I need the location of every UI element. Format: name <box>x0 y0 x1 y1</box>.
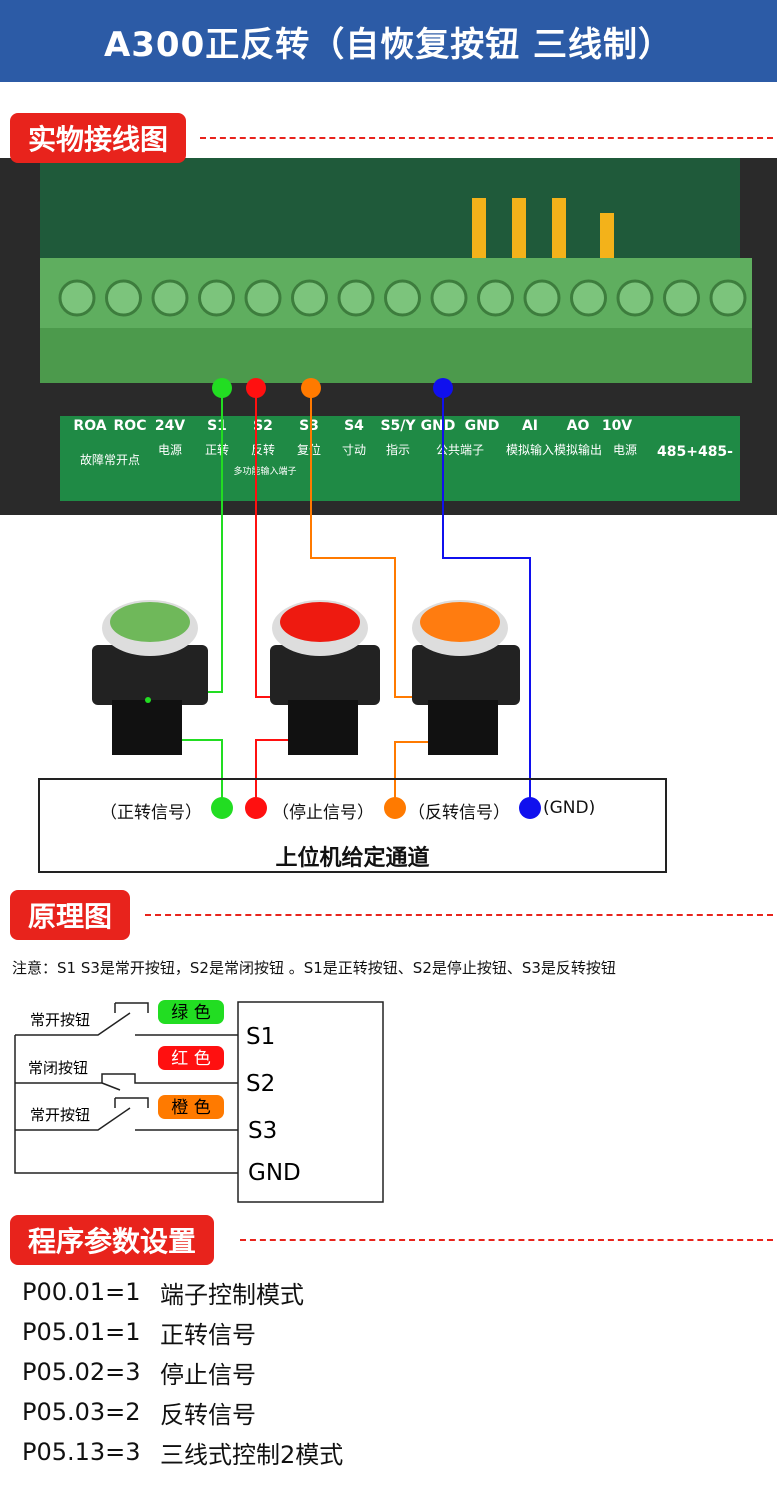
host-channel-title: 上位机给定通道 <box>275 846 430 871</box>
terminal-screw <box>105 279 142 317</box>
terminal-screw <box>570 279 607 317</box>
param-desc: 正转信号 <box>160 1320 256 1349</box>
terminal-desc: 指示 <box>386 442 410 457</box>
terminal-label: GND <box>421 418 456 434</box>
param-key: P00.01=1 <box>22 1278 141 1306</box>
terminal-screw <box>198 279 235 317</box>
terminal-desc: 复位 <box>297 442 321 457</box>
terminal-desc: 寸动 <box>342 443 366 457</box>
param-desc: 停止信号 <box>160 1360 256 1389</box>
section-wiring-title: 实物接线图 <box>10 113 187 163</box>
terminal-label: S2 <box>253 418 273 434</box>
wiring-diagram <box>92 378 531 808</box>
param-row: P05.01=1 正转信号 <box>22 1312 343 1352</box>
param-row: P05.13=3 三线式控制2模式 <box>22 1432 343 1472</box>
reverse-signal-label: （反转信号） <box>408 803 510 823</box>
divider <box>240 1239 773 1241</box>
orange-tag: 橙 色 <box>171 1098 210 1118</box>
param-desc: 三线式控制2模式 <box>160 1440 344 1469</box>
terminal-screw <box>477 279 514 317</box>
terminal-block-photo: ROA ROC 24V S1 S2 S3 S4 S5/Y GND GND AI … <box>0 158 777 515</box>
s2-label: S2 <box>246 1071 275 1097</box>
button-green <box>92 600 208 755</box>
note-text: 注意：S1 S3是常开按钮，S2是常闭按钮 。S1是正转按钮、S2是停止按钮、S… <box>12 959 616 977</box>
terminal-label: AO <box>567 418 590 434</box>
signal-dots <box>211 797 541 819</box>
terminal-label: S5/Y <box>380 418 416 434</box>
terminal-screw <box>151 279 189 317</box>
param-key: P05.03=2 <box>22 1398 141 1426</box>
no-button-label: 常开按钮 <box>30 1011 90 1029</box>
s1-label: S1 <box>246 1024 275 1050</box>
terminal-desc: 公共端子 <box>436 443 484 457</box>
terminal-screw <box>616 279 654 317</box>
terminal-desc: 多功能输入端子 <box>233 465 296 477</box>
terminal-desc: 电源 <box>613 443 637 457</box>
param-desc: 端子控制模式 <box>160 1280 304 1309</box>
dot-green <box>211 797 233 819</box>
terminal-desc: 模拟输入 <box>506 442 554 457</box>
nc-button-label: 常闭按钮 <box>28 1059 88 1077</box>
terminal-screw <box>430 279 468 317</box>
terminal-desc: 电源 <box>158 443 182 457</box>
dot-red <box>245 797 267 819</box>
terminal-label: ROC <box>114 418 147 434</box>
terminal-screw <box>244 279 282 317</box>
wire-blue <box>442 388 531 808</box>
dot-orange <box>384 797 406 819</box>
gnd-label: (GND) <box>543 798 596 818</box>
host-channel-box: 上位机给定通道 <box>38 778 667 873</box>
param-row: P00.01=1 端子控制模式 <box>22 1272 343 1312</box>
param-list: P00.01=1 端子控制模式 P05.01=1 正转信号 P05.02=3 停止信号… <box>22 1272 343 1472</box>
terminal-desc: 故障常开点 <box>80 452 140 467</box>
terminal-screw <box>523 279 561 317</box>
param-desc: 反转信号 <box>160 1400 256 1429</box>
section-params-title: 程序参数设置 <box>10 1215 215 1265</box>
terminal-label: S4 <box>344 418 364 434</box>
terminal-desc: 模拟输出 <box>554 442 602 457</box>
divider <box>200 137 773 139</box>
gnd-label: GND <box>248 1160 301 1186</box>
terminal-screw <box>291 279 328 317</box>
dot-blue <box>519 797 541 819</box>
red-tag: 红 色 <box>171 1049 210 1069</box>
terminal-label: 24V <box>155 418 185 434</box>
green-tag: 绿 色 <box>171 1003 210 1023</box>
terminal-screw <box>337 279 375 317</box>
param-key: P05.02=3 <box>22 1358 141 1386</box>
terminal-label: ROA <box>73 418 106 434</box>
terminal-screw <box>709 279 747 317</box>
param-row: P05.03=2 反转信号 <box>22 1392 343 1432</box>
terminal-label: AI <box>522 418 538 434</box>
terminal-screw <box>58 279 96 317</box>
section-principle-title: 原理图 <box>10 890 131 940</box>
forward-signal-label: （正转信号） <box>100 803 202 823</box>
terminal-screw <box>384 279 421 317</box>
button-orange <box>412 600 520 755</box>
terminal-label: GND <box>465 418 500 434</box>
button-red <box>270 600 380 755</box>
s3-label: S3 <box>248 1118 277 1144</box>
terminal-label: S3 <box>299 418 319 434</box>
terminal-screw <box>663 279 700 317</box>
divider <box>145 914 773 916</box>
terminal-label: 485+485- <box>657 444 733 460</box>
param-key: P05.13=3 <box>22 1438 141 1466</box>
param-key: P05.01=1 <box>22 1318 141 1346</box>
no-button-label: 常开按钮 <box>30 1106 90 1124</box>
schematic: 常开按钮 常闭按钮 常开按钮 绿 色 红 色 橙 色 S1 S2 S3 GND <box>14 1000 384 1203</box>
param-row: P05.02=3 停止信号 <box>22 1352 343 1392</box>
page-title: A300正反转（自恢复按钮 三线制） <box>0 0 777 82</box>
terminal-label: 10V <box>602 418 632 434</box>
stop-signal-label: （停止信号） <box>272 803 374 823</box>
terminal-desc: 正转 <box>205 442 229 457</box>
